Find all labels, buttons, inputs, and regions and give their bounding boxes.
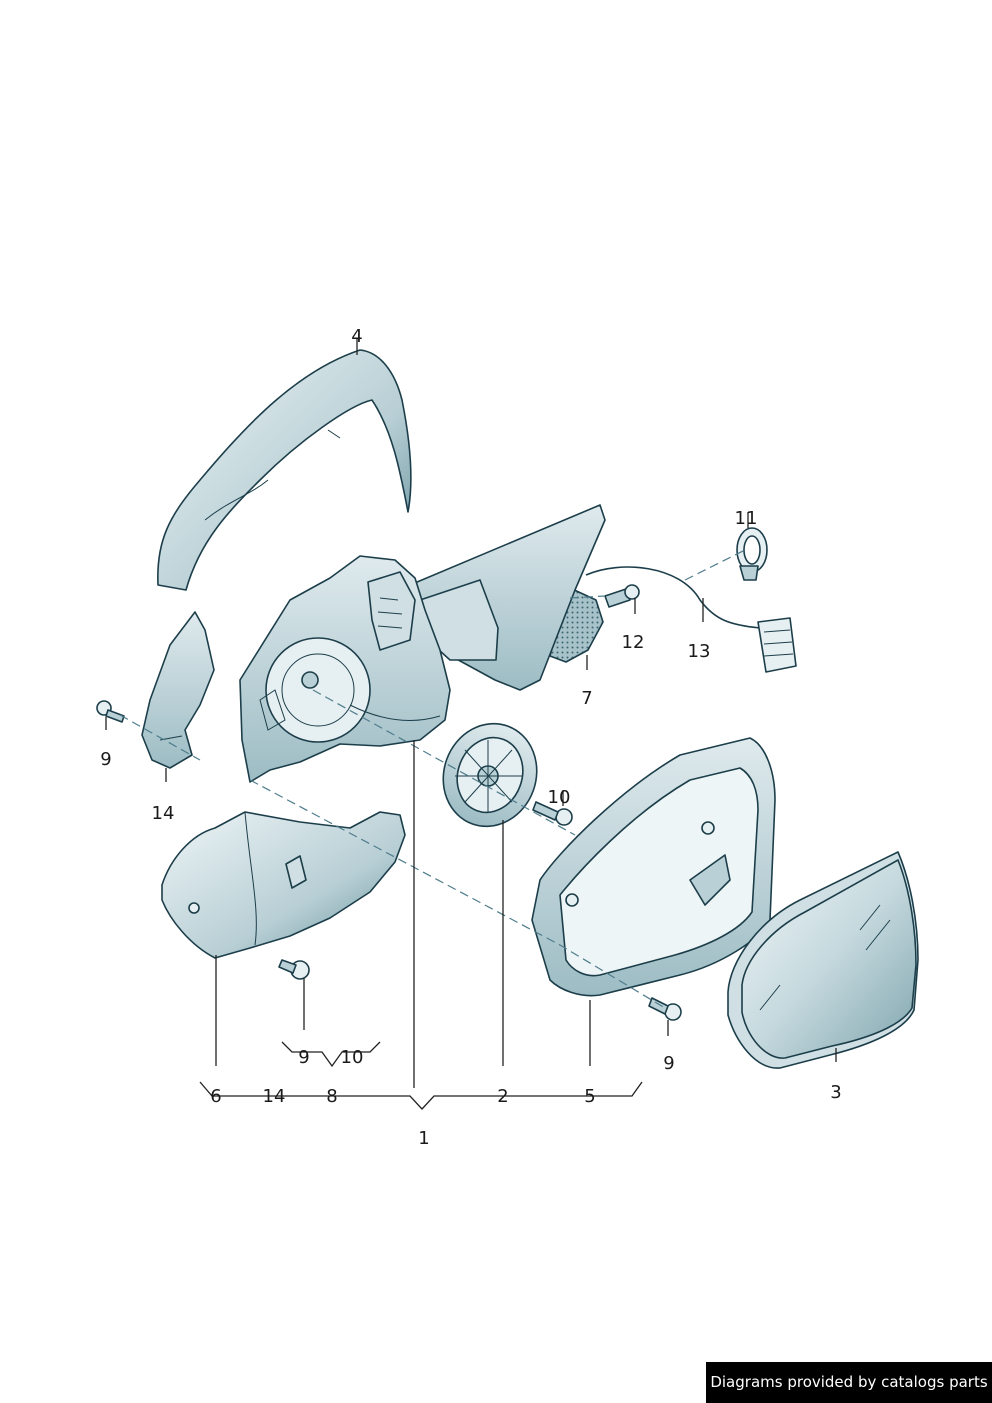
callout-10-mid: 10	[548, 787, 571, 808]
callout-1: 1	[418, 1128, 429, 1149]
cable-clip-part	[736, 527, 768, 581]
leader-lines	[105, 339, 837, 1110]
screw-part-mid	[532, 801, 573, 826]
callout-9-right: 9	[663, 1053, 674, 1074]
screw-part-bottom	[278, 959, 310, 980]
callout-4: 4	[351, 326, 362, 347]
callout-14-left: 14	[152, 803, 175, 824]
mirror-assembly-body	[239, 555, 451, 783]
assembly-axes	[119, 549, 746, 1009]
screw-part-right	[648, 997, 682, 1021]
callout-11: 11	[735, 508, 758, 529]
callout-10-bottom: 10	[341, 1047, 364, 1068]
callout-6: 6	[210, 1086, 221, 1107]
bolt-part	[604, 584, 640, 608]
callout-8: 8	[326, 1086, 337, 1107]
credit-banner: Diagrams provided by catalogs parts	[706, 1362, 992, 1403]
bracket-part	[141, 611, 215, 769]
adjustment-motor-part	[442, 722, 538, 828]
mirror-glass-part	[727, 851, 919, 1069]
callout-2: 2	[497, 1086, 508, 1107]
screw-part-left	[96, 700, 125, 723]
callout-12: 12	[622, 632, 645, 653]
callout-14-bottom: 14	[263, 1086, 286, 1107]
callout-13: 13	[688, 641, 711, 662]
callout-3: 3	[830, 1082, 841, 1103]
callout-7: 7	[581, 688, 592, 709]
callout-labels: 4 11 12 13 7 9 14 10 9 10 9 6 14 8 2 5 3…	[100, 326, 841, 1149]
mirror-cap-part	[157, 349, 412, 591]
glass-frame-part	[531, 737, 776, 997]
callout-5: 5	[584, 1086, 595, 1107]
wiring-harness-part	[585, 566, 797, 673]
callout-9-bottom: 9	[298, 1047, 309, 1068]
lower-housing-part	[161, 811, 406, 959]
callout-9-left: 9	[100, 749, 111, 770]
